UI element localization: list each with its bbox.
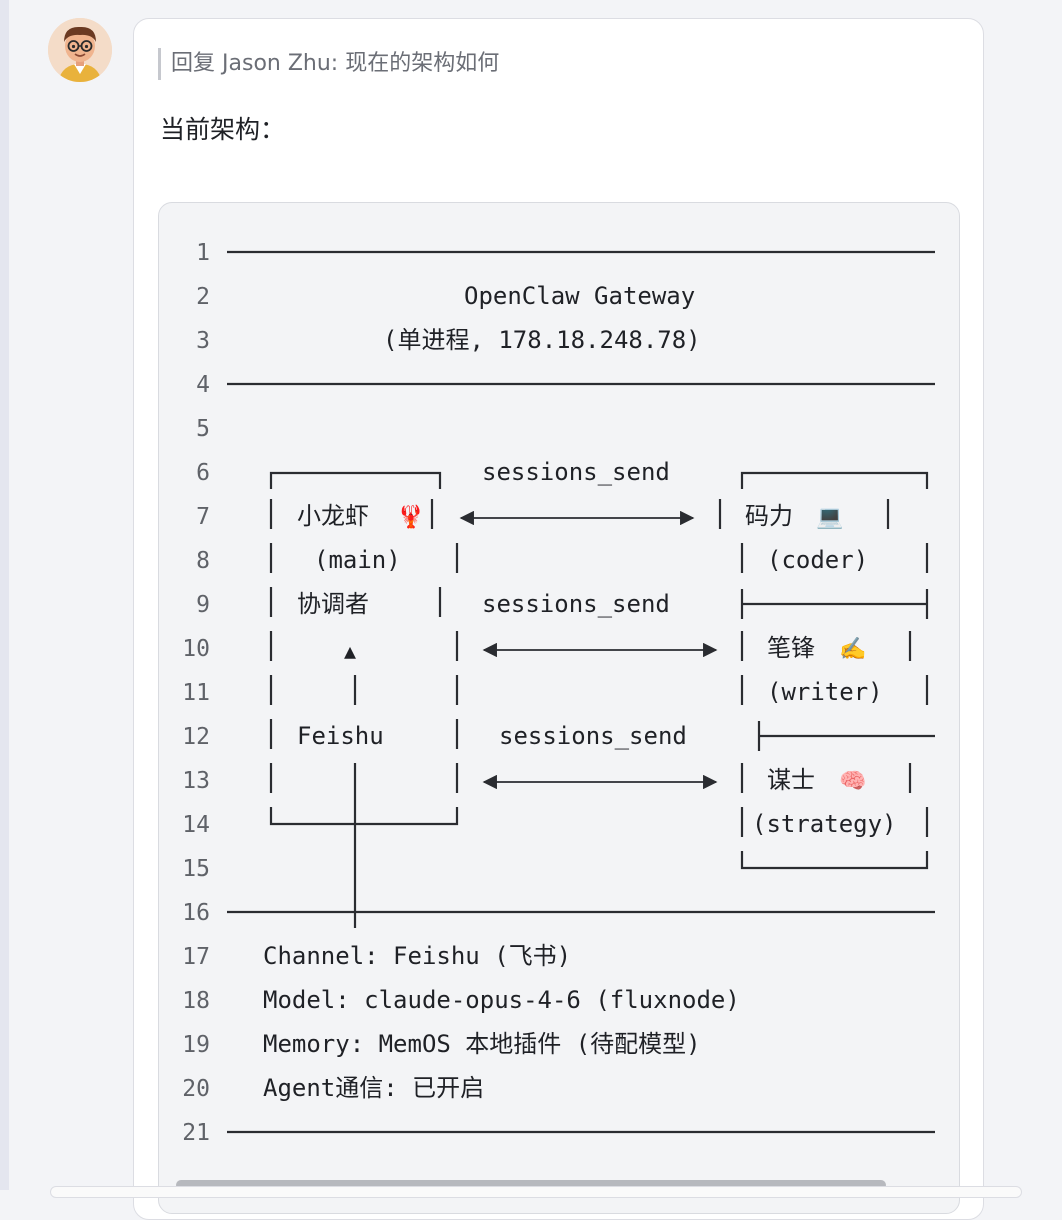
main-agent-name: 小龙虾 bbox=[297, 502, 369, 530]
line-number: 9 bbox=[196, 592, 210, 618]
next-card-edge bbox=[50, 1186, 1022, 1198]
line-number: 2 bbox=[196, 284, 210, 310]
line-number: 16 bbox=[182, 900, 210, 926]
line-number: 20 bbox=[182, 1076, 210, 1102]
link-label: sessions_send bbox=[482, 458, 670, 486]
agent-name: 谋士 bbox=[767, 766, 815, 794]
architecture-diagram: 1 2 3 4 5 6 7 8 9 10 11 12 13 14 15 16 1… bbox=[182, 240, 935, 1146]
gateway-subtitle: (单进程, 178.18.248.78) bbox=[383, 326, 701, 354]
main-box-top bbox=[269, 471, 442, 489]
line-number: 18 bbox=[182, 988, 210, 1014]
quote-author: Jason Zhu: bbox=[222, 51, 339, 76]
reply-quote[interactable]: 回复 Jason Zhu: 现在的架构如何 bbox=[158, 48, 499, 80]
agent-name: 笔锋 bbox=[767, 634, 815, 662]
line-number: 12 bbox=[182, 724, 210, 750]
agent-box-bottom bbox=[740, 851, 929, 870]
link-label: sessions_send bbox=[499, 722, 687, 750]
detail-line: Memory: MemOS 本地插件 (待配模型) bbox=[263, 1030, 701, 1058]
quote-prefix: 回复 bbox=[171, 51, 216, 76]
link-label: sessions_send bbox=[482, 590, 670, 618]
code-block: 1 2 3 4 5 6 7 8 9 10 11 12 13 14 15 16 1… bbox=[158, 202, 960, 1214]
main-box-bottom bbox=[269, 807, 459, 826]
agent-name: 码力 bbox=[745, 502, 793, 530]
agent-id: (coder) bbox=[767, 546, 868, 574]
up-arrow-icon: ▲ bbox=[344, 639, 356, 663]
agent-box-top bbox=[740, 471, 929, 489]
agent-id: (writer) bbox=[767, 678, 883, 706]
detail-line: Channel: Feishu (飞书) bbox=[263, 942, 571, 970]
main-agent-channel: Feishu bbox=[297, 722, 384, 750]
line-number: 8 bbox=[196, 548, 210, 574]
line-number: 15 bbox=[182, 856, 210, 882]
brain-icon: 🧠 bbox=[839, 769, 866, 794]
lobster-icon: 🦞 bbox=[397, 504, 424, 530]
line-number: 17 bbox=[182, 944, 210, 970]
line-number: 5 bbox=[196, 416, 210, 442]
laptop-icon: 💻 bbox=[816, 505, 843, 530]
line-number: 19 bbox=[182, 1032, 210, 1058]
line-number: 10 bbox=[182, 636, 210, 662]
line-number: 13 bbox=[182, 768, 210, 794]
line-number: 3 bbox=[196, 328, 210, 354]
line-number: 11 bbox=[182, 680, 210, 706]
quote-text: 现在的架构如何 bbox=[345, 51, 500, 76]
line-number: 6 bbox=[196, 460, 210, 486]
avatar-illustration bbox=[48, 18, 112, 82]
writing-hand-icon: ✍️ bbox=[839, 636, 866, 662]
line-number: 4 bbox=[196, 372, 210, 398]
detail-line: Agent通信: 已开启 bbox=[263, 1074, 484, 1102]
line-number: 7 bbox=[196, 504, 210, 530]
main-agent-role: 协调者 bbox=[297, 590, 369, 618]
line-number: 1 bbox=[196, 240, 210, 266]
horizontal-scrollbar[interactable] bbox=[176, 1180, 886, 1190]
avatar[interactable] bbox=[48, 18, 112, 82]
line-number: 14 bbox=[182, 812, 210, 838]
left-edge-strip bbox=[0, 0, 9, 1190]
line-number: 21 bbox=[182, 1120, 210, 1146]
main-agent-id: (main) bbox=[314, 546, 401, 574]
message-intro: 当前架构： bbox=[160, 115, 286, 144]
detail-line: Model: claude-opus-4-6 (fluxnode) bbox=[263, 986, 740, 1014]
gateway-title: OpenClaw Gateway bbox=[464, 282, 695, 310]
agent-id: (strategy) bbox=[752, 810, 897, 838]
